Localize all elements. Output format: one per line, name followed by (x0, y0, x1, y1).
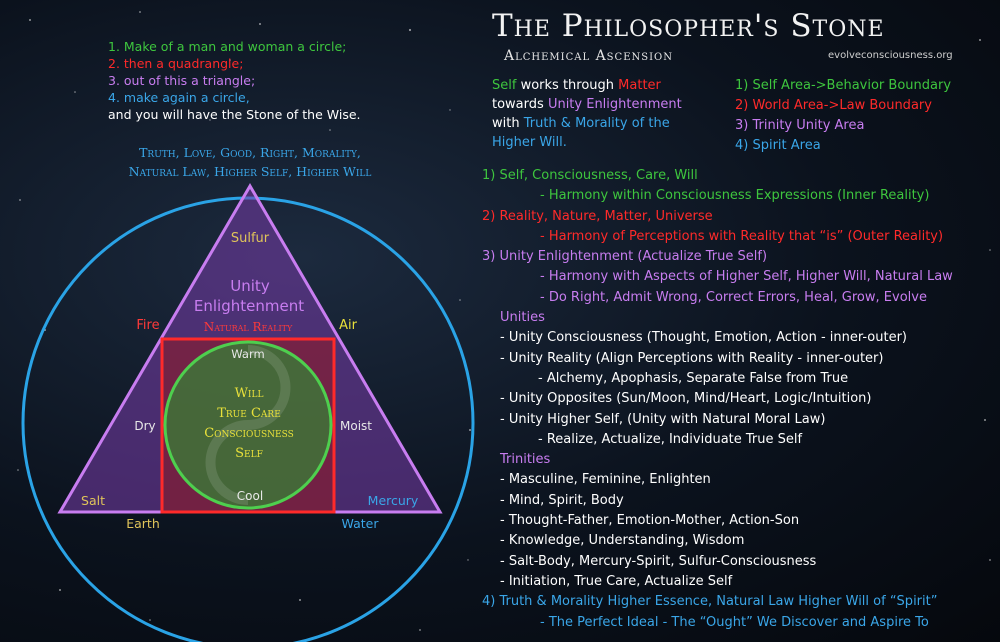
intro-truth-morality: Truth & Morality of the Higher Will. (492, 116, 670, 150)
label-dry: Dry (134, 419, 155, 433)
explanation-list: 1) Self, Consciousness, Care, Will - Har… (482, 166, 997, 633)
quote-line-3: 3. out of this a triangle; (108, 73, 256, 88)
list-item: 1) Self, Consciousness, Care, Will (482, 168, 698, 183)
list-item: - Knowledge, Understanding, Wisdom (500, 533, 745, 549)
page-title: The Philosopher's Stone (492, 8, 885, 44)
list-item: - Alchemy, Apophasis, Separate False fro… (538, 370, 849, 386)
list-item: - Harmony with Aspects of Higher Self, H… (540, 269, 953, 285)
label-unity: Unity (230, 277, 270, 295)
label-sulfur: Sulfur (231, 231, 270, 246)
label-air: Air (339, 318, 358, 333)
label-earth: Earth (126, 516, 160, 531)
area-1: 1) Self Area->Behavior Boundary (735, 78, 952, 93)
list-item: - Masculine, Feminine, Enlighten (500, 472, 711, 488)
quote-line-5: and you will have the Stone of the Wise. (108, 107, 361, 122)
source-url: evolveconsciousness.org (828, 50, 953, 61)
list-item: - Mind, Spirit, Body (500, 492, 624, 508)
label-fire: Fire (136, 318, 159, 333)
list-item: - Unity Opposites (Sun/Moon, Mind/Heart,… (500, 391, 872, 407)
label-mercury: Mercury (368, 493, 419, 508)
label-water: Water (342, 516, 380, 531)
intro-unity-enlightenment: Unity Enlightenment (547, 97, 682, 112)
label-cool: Cool (237, 489, 263, 503)
list-item: Trinities (500, 452, 551, 468)
list-item: - Realize, Actualize, Individuate True S… (538, 431, 803, 447)
quote-line-2: 2. then a quadrangle; (108, 56, 244, 71)
label-natural-reality: Natural Reality (204, 320, 293, 334)
virtues-caption: Truth, Love, Good, Right, Morality, Natu… (80, 143, 420, 181)
label-will: Will (235, 386, 264, 401)
list-item: - The Perfect Ideal - The “Ought” We Dis… (540, 614, 929, 630)
label-consciousness: Consciousness (204, 426, 294, 441)
list-item: 2) Reality, Nature, Matter, Universe (482, 208, 713, 224)
list-item: - Thought-Father, Emotion-Mother, Action… (500, 513, 800, 529)
list-item: - Harmony of Perceptions with Reality th… (540, 228, 944, 244)
intro-self: Self (492, 78, 517, 93)
intro-towards: towards (492, 97, 548, 112)
list-item: - Unity Consciousness (Thought, Emotion,… (500, 330, 907, 346)
label-true-care: True Care (217, 406, 281, 421)
list-item: 3) Unity Enlightenment (Actualize True S… (482, 249, 768, 265)
area-2: 2) World Area->Law Boundary (735, 98, 932, 113)
quote-line-4: 4. make again a circle, (108, 90, 250, 105)
label-salt: Salt (81, 493, 105, 508)
area-4: 4) Spirit Area (735, 138, 821, 153)
alchemy-quote: 1. Make of a man and woman a circle; 2. … (108, 38, 361, 123)
virtues-line-1: Truth, Love, Good, Right, Morality, (139, 145, 361, 160)
quote-line-1: 1. Make of a man and woman a circle; (108, 39, 347, 54)
label-warm: Warm (231, 347, 264, 361)
intro-works-through: works through (516, 78, 619, 93)
label-moist: Moist (340, 419, 372, 433)
list-item: - Harmony within Consciousness Expressio… (540, 188, 930, 204)
list-item: - Unity Reality (Align Perceptions with … (500, 350, 884, 366)
list-item: - Initiation, True Care, Actualize Self (500, 573, 733, 589)
list-item: 4) Truth & Morality Higher Essence, Natu… (482, 594, 938, 610)
list-item: - Salt-Body, Mercury-Spirit, Sulfur-Cons… (500, 553, 817, 569)
area-3: 3) Trinity Unity Area (735, 118, 865, 133)
intro-with: with (492, 116, 524, 131)
inner-circle (163, 340, 333, 510)
yin-yang-icon (205, 345, 291, 505)
list-item: - Do Right, Admit Wrong, Correct Errors,… (540, 289, 927, 305)
intro-paragraph: Self works through Matter towards Unity … (492, 76, 717, 152)
intro-matter: Matter (618, 78, 661, 93)
virtues-line-2: Natural Law, Higher Self, Higher Will (128, 164, 372, 179)
areas-list: 1) Self Area->Behavior Boundary 2) World… (735, 76, 951, 156)
page-subtitle: Alchemical Ascension (504, 48, 673, 64)
list-item: Unities (500, 310, 545, 326)
label-enlightenment: Enlightenment (194, 297, 304, 315)
label-self: Self (235, 446, 263, 461)
list-item: - Unity Higher Self, (Unity with Natural… (500, 411, 826, 427)
